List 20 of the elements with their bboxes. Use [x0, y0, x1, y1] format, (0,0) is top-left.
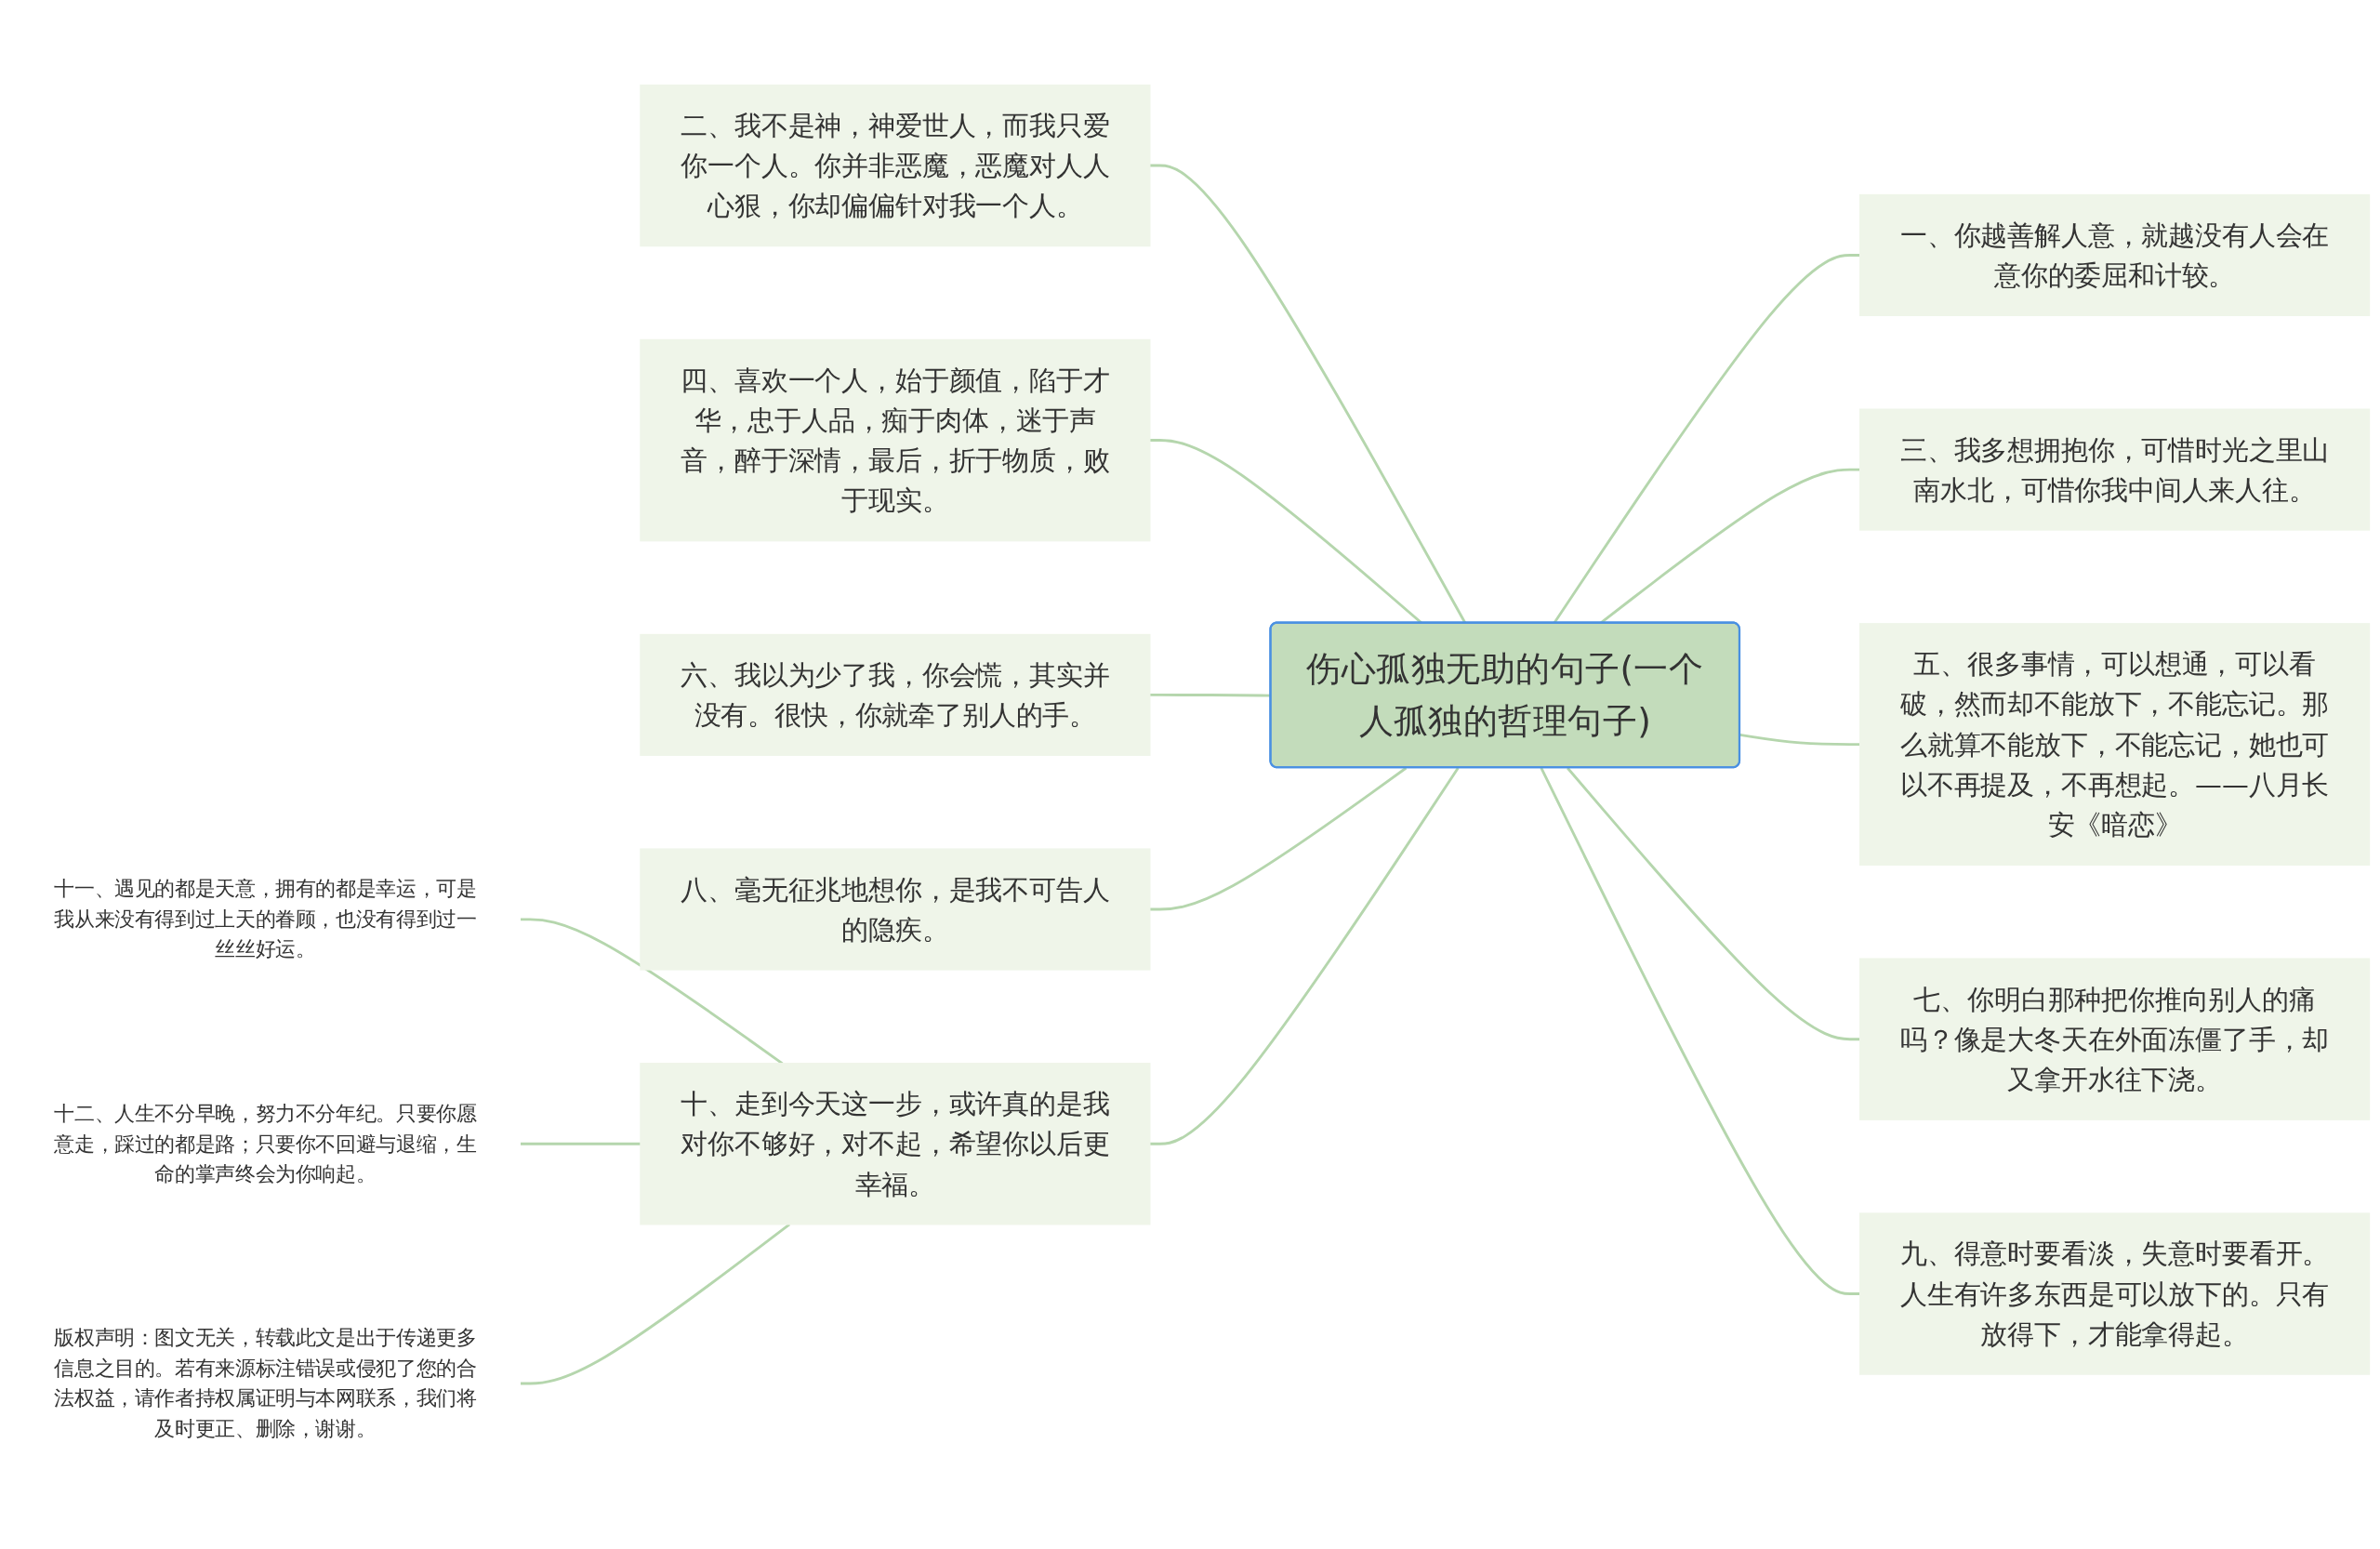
connector	[1739, 734, 1860, 746]
node-box: 九、得意时要看淡，失意时要看开。人生有许多东西是可以放下的。只有放得下，才能拿得起。	[1859, 1212, 2371, 1375]
node-box: 五、很多事情，可以想通，可以看破，然而却不能放下，不能忘记。那么就算不能放下，不能忘记，她也可以不再提及，不再想起。——八月长安《暗恋》	[1859, 623, 2371, 866]
connector	[520, 1223, 791, 1385]
connector	[1567, 767, 1860, 1041]
connector	[1149, 767, 1460, 1145]
node-box: 八、毫无征兆地想你，是我不可告人的隐疾。	[640, 848, 1151, 971]
connector	[520, 1142, 641, 1145]
node-box: 四、喜欢一个人，始于颜值，陷于才华，忠于人品，痴于肉体，迷于声音，醉于深情，最后，折于物质，败于现实。	[640, 338, 1151, 542]
node-box: 二、我不是神，神爱世人，而我只爱你一个人。你并非恶魔，恶魔对人人心狠，你却偏偏针对我一个人。	[640, 84, 1151, 247]
node-text: 十二、人生不分早晚，努力不分年纪。只要你愿意走，踩过的都是路；只要你不回避与退缩，生命的掌声终会为你响起。	[54, 1101, 477, 1186]
node-box: 一、你越善解人意，就越没有人会在意你的委屈和计较。	[1859, 193, 2371, 317]
connector	[1540, 767, 1860, 1295]
node-text: 十一、遇见的都是天意，拥有的都是幸运，可是我从来没有得到过上天的眷顾，也没有得到过一丝丝好运。	[54, 877, 477, 961]
node-box: 七、你明白那种把你推向别人的痛吗？像是大冬天在外面冻僵了手，却又拿开水往下浇。	[1859, 958, 2371, 1120]
node-box: 六、我以为少了我，你会慌，其实并没有。很快，你就牵了别人的手。	[640, 633, 1151, 756]
node-box: 三、我多想拥抱你，可惜时光之里山南水北，可惜你我中间人来人往。	[1859, 408, 2371, 531]
node-box: 十、走到今天这一步，或许真的是我对你不够好，对不起，希望你以后更幸福。	[640, 1063, 1151, 1225]
connector	[520, 918, 784, 1065]
node-text: 版权声明：图文无关，转载此文是出于传递更多信息之目的。若有来源标注错误或侵犯了您的合法权益，请作者持权属证明与本网联系，我们将及时更正、删除，谢谢。	[54, 1325, 477, 1441]
